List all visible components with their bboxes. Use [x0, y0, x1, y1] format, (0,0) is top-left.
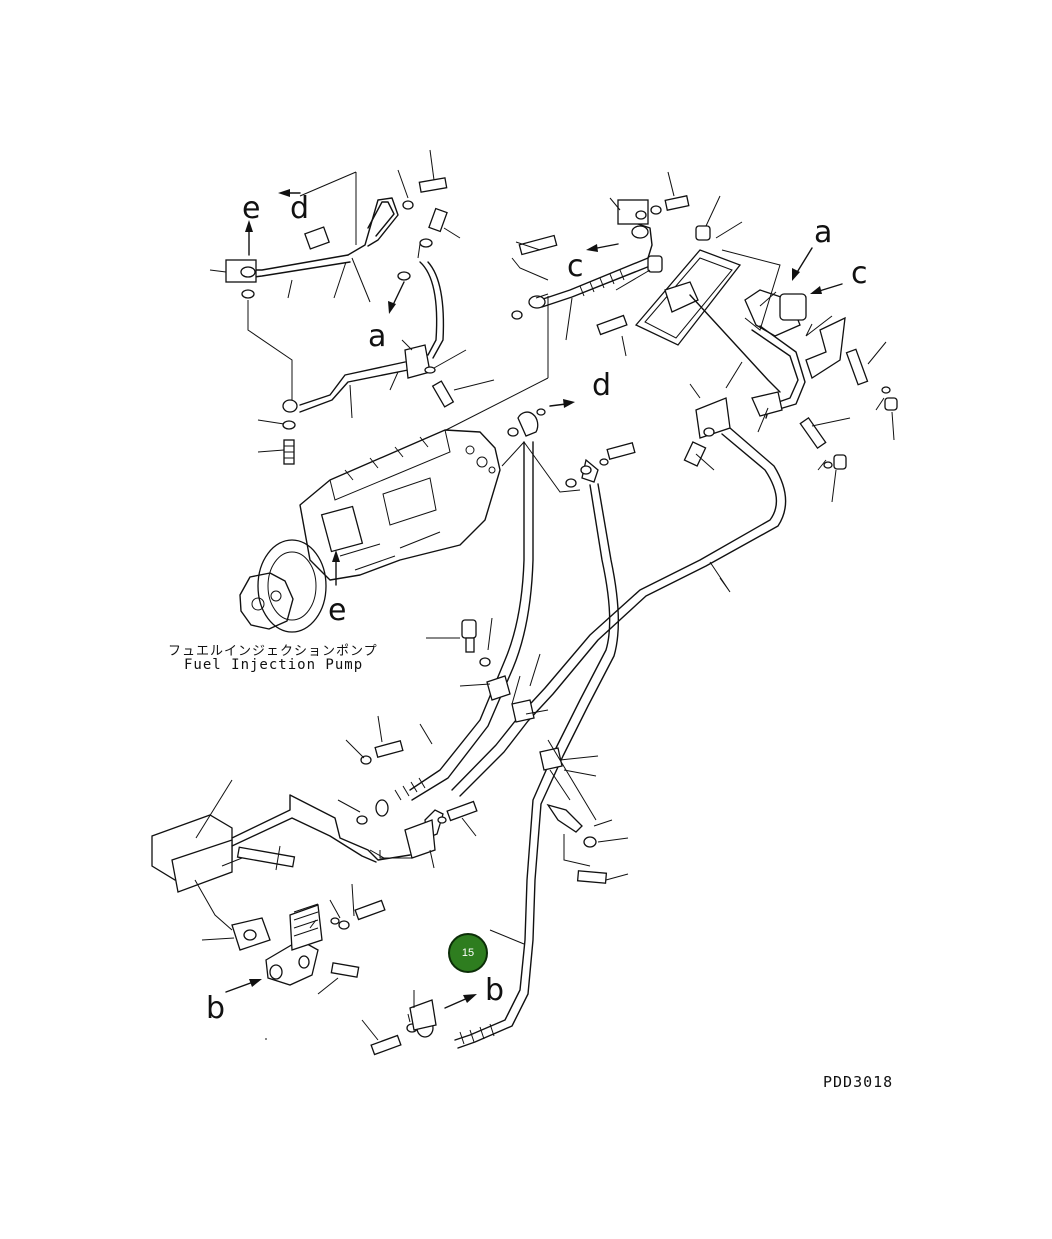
arrow-d-mid [549, 399, 575, 408]
ref-letter-a-right: a [814, 215, 832, 250]
ref-letter-a-left: a [368, 319, 386, 354]
fuel-injection-pump-drawing [239, 429, 501, 633]
arrow-c-mid [586, 243, 619, 252]
drawing-code: PDD3018 [823, 1073, 894, 1091]
ref-letter-b-left: b [206, 991, 225, 1026]
ref-letter-c-right: c [851, 256, 868, 291]
top-left-pipe-assembly [225, 177, 455, 465]
filter-assembly-drawing [151, 794, 437, 1031]
arrow-a-left [388, 281, 405, 314]
arrow-d-top [278, 189, 301, 197]
arrow-b-left [225, 979, 262, 993]
arrow-b-bottom [444, 994, 477, 1009]
part-caption-en: Fuel Injection Pump [184, 657, 364, 673]
top-right-components [511, 195, 898, 470]
ref-letter-e-top: e [242, 191, 260, 226]
leader-lines [195, 149, 895, 1041]
arrow-c-right [810, 283, 843, 294]
arrow-e-pump [332, 550, 340, 586]
arrow-a-right [792, 247, 813, 281]
ref-letter-d-top: d [290, 191, 309, 226]
part-callout-number: 15 [461, 947, 475, 959]
arrow-e-top [245, 220, 253, 256]
ref-letter-d-mid: d [592, 368, 611, 403]
part-caption-ja: フュエルインジェクションポンプ [168, 644, 378, 659]
ref-letter-c-mid: c [567, 249, 584, 284]
part-callout-badge[interactable]: 15 [448, 933, 488, 973]
ref-letter-b-bottom: b [485, 973, 504, 1008]
ref-letter-e-pump: e [328, 593, 346, 628]
